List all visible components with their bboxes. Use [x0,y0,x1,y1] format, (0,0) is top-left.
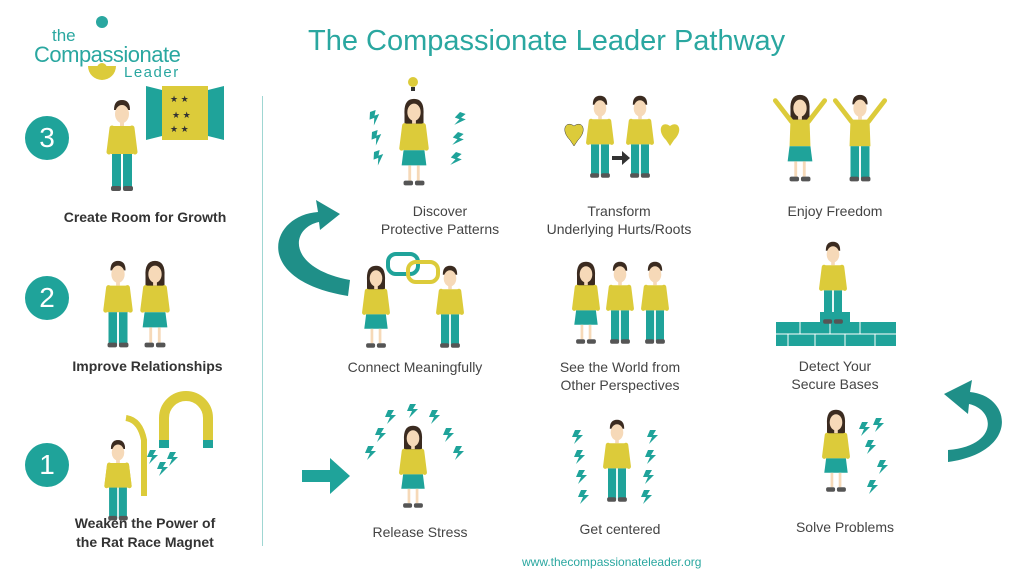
lightning-stress-icon [375,428,386,442]
step-2-badge: 2 [25,276,69,320]
chat-bubbles-icon [386,252,440,284]
label-discover: Discover Protective Patterns [380,203,500,237]
person-secure [819,241,847,324]
heart-icon [660,124,680,146]
person-connect-woman [362,265,390,348]
person-transform-1 [586,95,614,178]
lightning-stress-icon [453,446,464,460]
label-stress: Release Stress [372,524,468,540]
svg-text:★ ★: ★ ★ [170,94,189,104]
label-perspectives: See the World from Other Perspectives [559,359,681,393]
logo: the Compassionate Leader [30,14,200,84]
person-perspective-2 [606,261,634,344]
lightning-stress-icon [365,446,376,460]
divider [262,96,263,546]
person-centered [603,419,631,502]
person-relationship-man [103,260,133,348]
person-relationship-woman [140,260,170,348]
label-transform: Transform Underlying Hurts/Roots [546,203,692,237]
person-connect-man [436,265,464,348]
person-perspective-3 [641,261,669,344]
step-3-label: Create Room for Growth [63,209,227,225]
person-transform-2 [626,95,654,178]
lightning-problems-icon [873,418,884,432]
person-growth [106,100,138,191]
person-freedom-man [832,94,888,182]
label-freedom: Enjoy Freedom [787,203,883,219]
lightning-centered-icon [643,470,654,484]
lightning-stress-icon [385,410,396,424]
label-secure: Detect Your Secure Bases [791,358,879,392]
step-1-badge: 1 [25,443,69,487]
lightning-group [147,109,888,504]
lightning-stress-icon [443,428,454,442]
logo-the: the [52,26,76,45]
lightning-centered-icon [641,490,652,504]
rod-icon [125,415,147,496]
lightbulb-icon [408,77,418,91]
step-3-badge: 3 [25,116,69,160]
lightning-problems-icon [859,422,870,436]
straight-arrow-icon [302,458,350,494]
lightning-centered-icon [576,470,587,484]
svg-text:★ ★: ★ ★ [170,124,189,134]
lightning-magnet-icon [167,452,178,466]
lightning-discover-icon [373,149,384,166]
curved-arrow-left-icon [278,200,350,296]
people-group [103,94,888,521]
logo-main: Compassionate [34,42,181,67]
lightning-centered-icon [578,490,589,504]
lightning-centered-icon [574,450,585,464]
person-stress [399,425,427,508]
door-icon: ★ ★ ★ ★ ★ ★ [146,86,224,140]
lightning-magnet-icon [147,450,158,464]
lightning-centered-icon [572,430,583,444]
curved-arrow-right-icon [944,380,1002,462]
label-problems: Solve Problems [795,519,895,535]
lightning-discover-icon [371,129,382,146]
lightning-discover-icon [454,112,466,125]
lightning-problems-icon [865,440,876,454]
magnet-icon [159,391,213,448]
step-2-label: Improve Relationships [72,358,223,374]
person-discover [399,98,429,186]
logo-sub: Leader [124,64,180,81]
lightning-problems-icon [877,460,888,474]
person-problems [822,409,850,492]
lightning-discover-icon [369,109,380,126]
lightning-problems-icon [867,480,878,494]
person-perspective-1 [572,261,600,344]
label-connect: Connect Meaningfully [347,359,483,375]
svg-text:★ ★: ★ ★ [172,110,191,120]
arrow-right-icon [612,151,630,165]
lightning-discover-icon [450,152,462,165]
logo-person-icon [88,16,116,80]
footer-url: www.thecompassionateleader.org [522,555,702,569]
lightning-centered-icon [647,430,658,444]
lightning-stress-icon [407,404,418,418]
page-title: The Compassionate Leader Pathway [308,25,786,57]
lightning-discover-icon [452,132,464,145]
lightning-magnet-icon [157,462,168,476]
person-freedom-woman [772,94,828,182]
label-centered: Get centered [579,521,661,537]
lightning-centered-icon [645,450,656,464]
lightning-stress-icon [429,410,440,424]
broken-heart-icon [564,124,584,147]
person-magnet-dup [104,440,132,521]
